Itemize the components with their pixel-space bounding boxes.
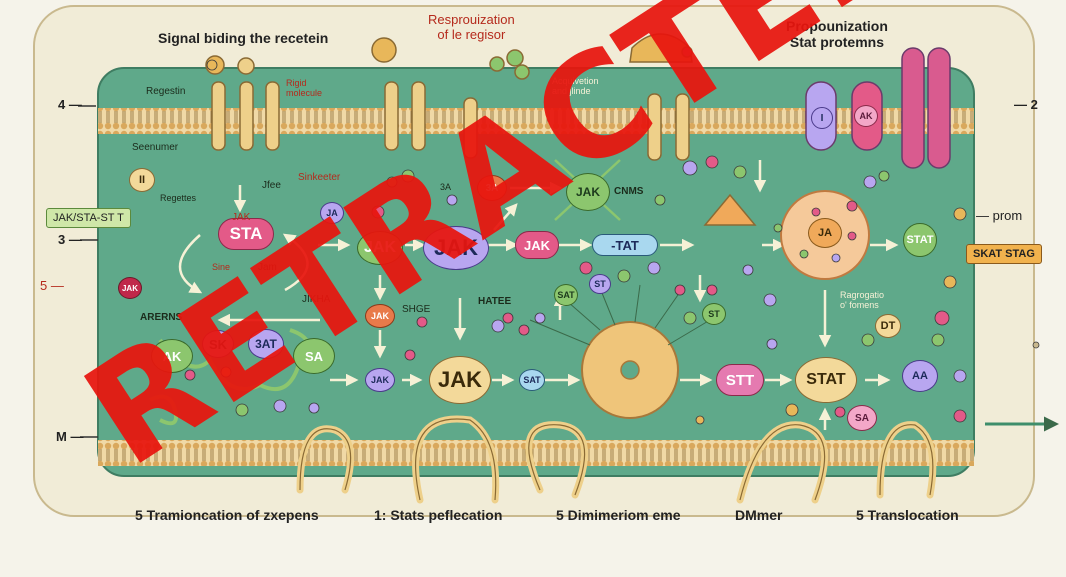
molecule-dot — [648, 262, 660, 274]
molecule-dot — [767, 339, 777, 349]
molecule-dot — [879, 171, 889, 181]
molecule-dot — [492, 320, 504, 332]
molecule-dot — [932, 334, 944, 346]
node-sat-green: SAT — [554, 284, 578, 306]
node-ja-ring: JA — [808, 218, 842, 248]
bottom-label-3: 5 Dimimeriom eme — [556, 507, 681, 523]
molecule-dot — [618, 270, 630, 282]
molecule-dot — [684, 312, 696, 324]
molecule-dot — [1033, 342, 1039, 348]
inner-label-seenumer: Seenumer — [132, 142, 178, 153]
molecule-dot — [207, 60, 217, 70]
molecule-dot — [405, 350, 415, 360]
side-m: M — — [56, 429, 83, 444]
inner-label-ragrogatio: Ragrogatio o' fomens — [840, 290, 884, 310]
side-4: 4 — — [58, 97, 82, 112]
molecule-dot — [683, 161, 697, 175]
molecule-dot — [675, 285, 685, 295]
jaks-box: JAK/STA-ST T — [46, 208, 131, 228]
molecule-dot — [696, 416, 704, 424]
molecule-dot — [935, 311, 949, 325]
molecule-dot — [832, 254, 840, 262]
molecule-dot — [954, 370, 966, 382]
inner-label-regettes: Regettes — [160, 193, 196, 203]
molecule-dot — [580, 262, 592, 274]
molecule-dot — [835, 407, 845, 417]
molecule-dot — [848, 232, 856, 240]
node-st-right: ST — [702, 303, 726, 325]
node-jak-small2: JAK — [365, 368, 395, 392]
node-tat: -TAT — [592, 234, 658, 256]
node-jak-lower-big: JAK — [429, 356, 491, 404]
molecule-dot — [519, 325, 529, 335]
inner-label-rigid: Rigid molecule — [286, 78, 322, 98]
molecule-dot — [944, 276, 956, 288]
molecule-dot — [706, 156, 718, 168]
side-3: 3 — — [58, 232, 82, 247]
node-i-purple: I — [811, 107, 833, 129]
side-prom: — prom — [976, 208, 1022, 223]
molecule-dot — [847, 201, 857, 211]
inner-label-regestin: Regestin — [146, 86, 185, 97]
molecule-dot — [743, 265, 753, 275]
molecule-dot — [503, 313, 513, 323]
node-stt: STT — [716, 364, 764, 396]
label-signal: Signal biding the recetein — [158, 30, 328, 46]
molecule-dot — [864, 176, 876, 188]
node-dt: DT — [875, 314, 901, 338]
node-ia-cluster: AA — [902, 360, 938, 392]
molecule-dot — [774, 224, 782, 232]
molecule-dot — [954, 410, 966, 422]
bottom-label-5: 5 Translocation — [856, 507, 959, 523]
bottom-label-1: 5 Tramioncation of zxepens — [135, 507, 319, 523]
side-2: — 2 — [1014, 97, 1038, 112]
node-ii-ring: II — [129, 168, 155, 192]
node-stat-green: STAT — [903, 223, 937, 257]
molecule-dot — [535, 313, 545, 323]
molecule-dot — [764, 294, 776, 306]
node-ak-pink: AK — [854, 105, 878, 127]
side-5: 5 — — [40, 278, 64, 293]
node-st-small: ST — [589, 274, 611, 294]
molecule-dot — [954, 208, 966, 220]
label-responize: Resprouization of le regisor — [428, 12, 515, 42]
molecule-dot — [812, 208, 820, 216]
bottom-label-2: 1: Stats peflecation — [374, 507, 502, 523]
bottom-label-4: DMmer — [735, 507, 782, 523]
node-stat-lower: STAT — [795, 357, 857, 403]
inner-label-jfee: Jfee — [262, 180, 281, 191]
node-jak-red: JAK — [118, 277, 142, 299]
molecule-dot — [655, 195, 665, 205]
molecule-dot — [707, 285, 717, 295]
molecule-dot — [309, 403, 319, 413]
molecule-dot — [862, 334, 874, 346]
skat-box: SKAT STAG — [966, 244, 1042, 264]
inner-label-hatee: HATEE — [478, 296, 511, 307]
molecule-dot — [734, 166, 746, 178]
molecule-dot — [800, 250, 808, 258]
node-sat-blue: SAT — [519, 369, 545, 391]
molecule-dot — [786, 404, 798, 416]
inner-label-jak_small: JAK — [232, 212, 250, 223]
node-sa-cluster: SA — [847, 405, 877, 431]
